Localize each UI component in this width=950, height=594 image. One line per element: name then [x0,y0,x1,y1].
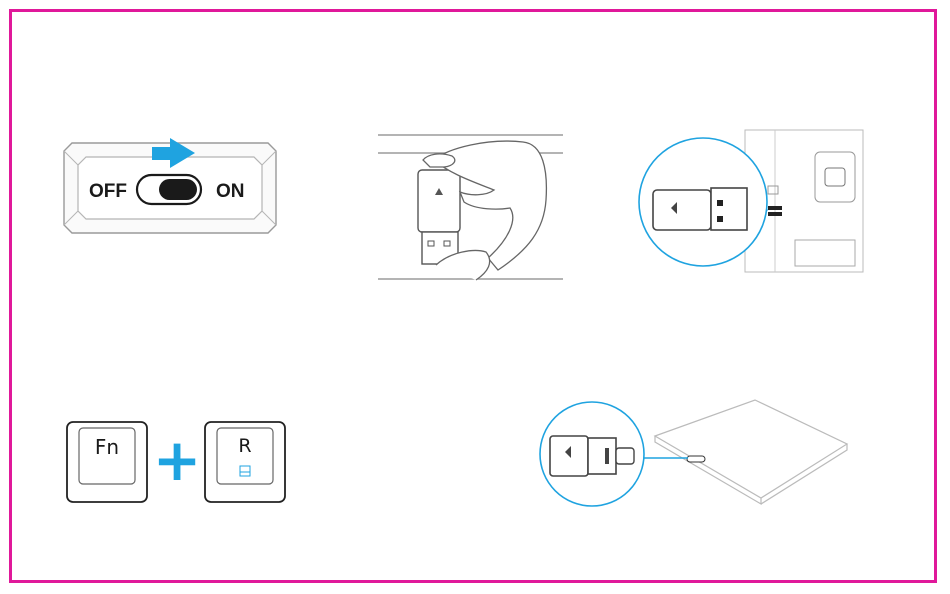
device-port-illustration [535,398,855,516]
r-key: R [205,422,285,502]
plus-icon: + [153,426,202,494]
device-body-icon [655,400,847,504]
fn-r-shortcut-illustration: Fn + R [65,420,290,505]
pc-port-illustration [635,130,865,275]
fn-key: Fn [67,422,147,502]
on-label: ON [216,181,245,202]
r-key-label: R [238,435,251,457]
receiver-in-hand-illustration [378,130,563,285]
fn-key-label: Fn [95,435,119,459]
toggle-knob [159,179,197,200]
power-switch-illustration: OFF ON [60,135,280,240]
off-label: OFF [89,181,127,202]
usb-receiver-icon [653,188,747,230]
usb-receiver-icon [418,170,460,264]
